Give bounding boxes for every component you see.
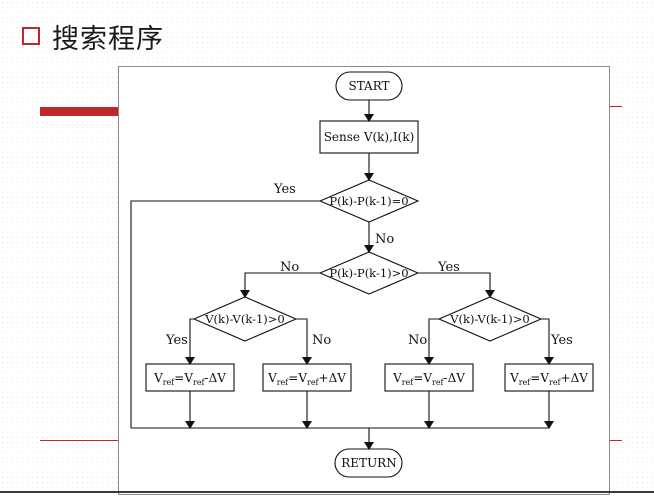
red-accent-line-bottom-right [600, 440, 622, 441]
vref-subscript: ref [277, 378, 290, 387]
arrow-dv-right-no [424, 318, 439, 365]
sense-label: Sense V(k),I(k) [324, 130, 415, 144]
start-label: START [348, 79, 389, 93]
decision-dp-positive-label: P(k)-P(k-1)>0 [329, 266, 408, 280]
vref-subscript: ref [519, 378, 532, 387]
yes-label-top: Yes [273, 182, 296, 197]
slide-title: 搜索程序 [52, 23, 164, 55]
vref-base: V [153, 371, 163, 385]
yes-bypass-line [130, 200, 320, 428]
red-accent-line-top [600, 106, 622, 107]
bottom-rule [0, 491, 654, 493]
yes-label-left: Yes [165, 333, 188, 348]
process-box-3-label: Vref=Vref-ΔV [392, 371, 465, 387]
vref-subscript-2: ref [432, 378, 445, 387]
equals-v: =V [413, 371, 432, 385]
checkbox-bullet-icon [22, 27, 40, 45]
return-label: RETURN [341, 456, 396, 470]
vref-subscript-2: ref [307, 378, 320, 387]
vref-subscript: ref [402, 378, 415, 387]
vref-subscript-2: ref [549, 378, 562, 387]
delta-term: -ΔV [444, 371, 466, 385]
decision-dv-left [192, 296, 298, 342]
arrow-dp-yes-to-dv-right [418, 272, 495, 298]
vref-base: V [509, 371, 519, 385]
delta-term: -ΔV [205, 371, 227, 385]
no-label-top: No [375, 232, 394, 247]
vref-subscript: ref [163, 378, 176, 387]
red-accent-band [40, 107, 120, 116]
decision-dv-right-label: V(k)-V(k-1)>0 [449, 312, 530, 326]
process-box-4 [504, 363, 594, 392]
decision-dv-right [437, 296, 543, 342]
no-label-left-right: No [312, 333, 331, 348]
process-box-3 [384, 363, 474, 392]
yes-label-right: Yes [550, 333, 573, 348]
vref-base: V [392, 371, 402, 385]
decision-dv-left-label: V(k)-V(k-1)>0 [204, 312, 285, 326]
red-accent-line-bottom-left [40, 440, 120, 441]
process-box-1 [145, 363, 235, 392]
process-box-4-label: Vref=Vref+ΔV [509, 371, 588, 387]
decision-dp-positive [318, 251, 420, 295]
decision-dp-zero-label: P(k)-P(k-1)=0 [329, 194, 408, 208]
equals-v: =V [530, 371, 549, 385]
yes-label-dp: Yes [437, 260, 460, 275]
arrow-dv-left-yes [185, 318, 195, 365]
equals-v: =V [288, 371, 307, 385]
process-box-1-label: Vref=Vref-ΔV [153, 371, 226, 387]
no-label-right-left: No [408, 333, 427, 348]
arrow-dv-left-no [296, 318, 312, 365]
equals-v: =V [174, 371, 193, 385]
process-box-2-label: Vref=Vref+ΔV [267, 371, 346, 387]
vref-base: V [267, 371, 277, 385]
delta-term: +ΔV [561, 371, 589, 385]
vref-subscript-2: ref [193, 378, 206, 387]
arrow-dp-no-to-dv-left [240, 272, 320, 298]
slide-title-bar: 搜索程序 [22, 18, 164, 55]
process-box-2 [262, 363, 352, 392]
delta-term: +ΔV [319, 371, 347, 385]
arrow-dv-right-yes [541, 318, 554, 365]
no-label-dp: No [280, 260, 299, 275]
